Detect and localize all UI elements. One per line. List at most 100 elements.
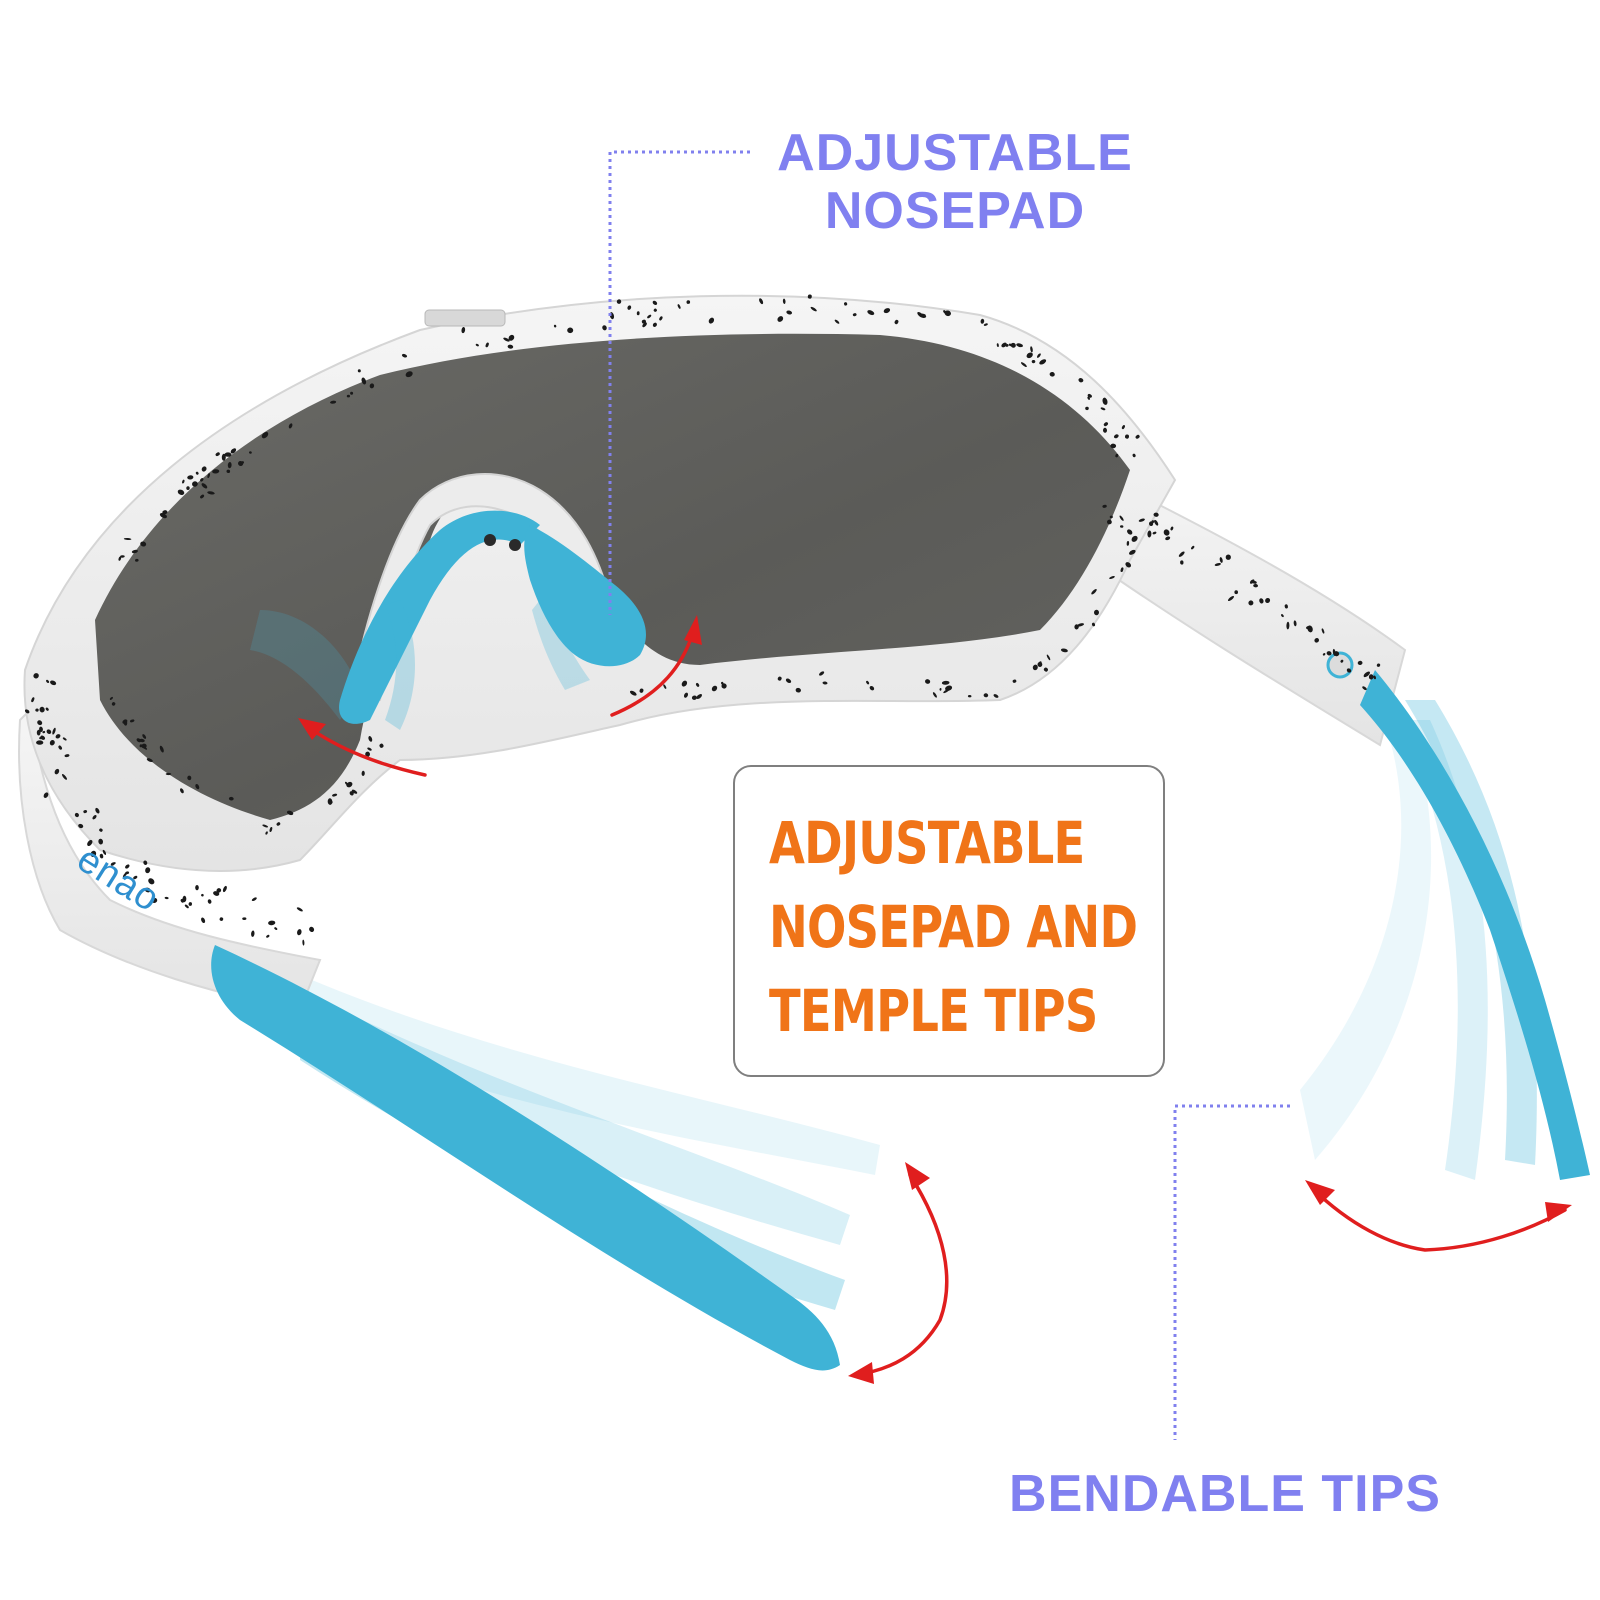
- speckle: [1126, 541, 1130, 546]
- speckle: [288, 423, 293, 429]
- speckle: [1110, 443, 1117, 449]
- speckle: [151, 898, 158, 903]
- speckle: [357, 369, 361, 373]
- speckle: [140, 541, 147, 547]
- speckle: [777, 316, 784, 322]
- speckle: [180, 898, 185, 903]
- speckle: [1100, 407, 1106, 411]
- speckle: [327, 798, 333, 805]
- speckle: [228, 796, 234, 801]
- speckle: [242, 917, 247, 921]
- speckle: [31, 697, 35, 703]
- speckle: [95, 807, 100, 814]
- speckle: [1376, 663, 1381, 667]
- speckle: [35, 708, 39, 712]
- speckle: [36, 740, 44, 745]
- speckle: [983, 693, 989, 698]
- speckle: [90, 850, 97, 858]
- speckle: [309, 926, 315, 933]
- speckle: [251, 897, 257, 902]
- nosepad-ghost-left: [250, 610, 360, 720]
- speckle: [50, 680, 57, 686]
- arrow-head: [905, 1162, 930, 1190]
- speckle: [261, 431, 269, 439]
- speckle: [110, 862, 115, 866]
- speckle: [102, 849, 107, 855]
- speckle: [1076, 623, 1085, 627]
- speckle: [1093, 609, 1100, 616]
- speckle: [1227, 595, 1235, 602]
- left-tip-arrow: [853, 1173, 949, 1377]
- speckle: [350, 391, 354, 395]
- speckle: [182, 479, 185, 484]
- speckle: [1012, 679, 1017, 683]
- speckle: [1147, 530, 1152, 538]
- speckle: [759, 298, 764, 305]
- right-tip-arrow: [1310, 1186, 1567, 1252]
- speckle: [139, 738, 145, 743]
- speckle: [262, 824, 269, 828]
- speckle: [1085, 406, 1089, 411]
- speckle: [696, 694, 702, 699]
- speckle: [939, 688, 942, 691]
- speckle: [834, 319, 840, 324]
- speckle: [1165, 536, 1171, 541]
- speckle: [142, 734, 147, 739]
- speckle: [663, 684, 667, 689]
- speckle: [131, 549, 138, 554]
- speckle: [212, 469, 220, 474]
- speckle: [1031, 359, 1036, 364]
- speckle: [249, 451, 252, 454]
- speckle: [46, 679, 50, 683]
- speckle: [269, 826, 273, 833]
- speckle: [659, 316, 663, 321]
- speckle: [164, 896, 169, 900]
- right-temple-ghost-1: [1300, 740, 1432, 1160]
- arrow-head: [1305, 1180, 1335, 1205]
- speckle: [146, 758, 153, 763]
- speckle: [1120, 567, 1124, 573]
- speckle: [925, 679, 931, 684]
- speckle: [1259, 598, 1264, 604]
- speckle: [1284, 604, 1288, 609]
- speckle: [967, 694, 972, 698]
- speckle: [74, 812, 79, 818]
- speckle: [503, 337, 510, 342]
- speckle: [681, 680, 688, 687]
- speckle: [64, 754, 70, 758]
- speckle: [1249, 579, 1255, 584]
- speckle: [129, 719, 135, 723]
- speckle: [274, 927, 278, 930]
- speckle: [1103, 422, 1108, 427]
- speckle: [1253, 583, 1258, 588]
- nosepad-callout: ADJUSTABLE NOSEPAD: [760, 124, 1150, 240]
- speckle: [1322, 653, 1326, 656]
- speckle: [475, 343, 479, 347]
- speckle: [109, 696, 113, 700]
- speckle: [1225, 554, 1231, 560]
- speckle: [122, 719, 128, 724]
- speckle: [207, 491, 215, 495]
- arrow-head: [298, 718, 326, 740]
- speckle: [944, 310, 951, 317]
- speckle: [159, 512, 167, 519]
- speckle: [58, 745, 62, 750]
- arrow-head: [848, 1362, 874, 1384]
- speckle: [99, 828, 103, 832]
- speckle: [1001, 342, 1007, 348]
- speckle: [647, 314, 652, 319]
- speckle: [159, 745, 164, 753]
- speckle: [177, 489, 185, 495]
- arrow-head: [1545, 1202, 1572, 1222]
- nose-bridge: [250, 473, 646, 730]
- speckle: [201, 917, 206, 924]
- speckle: [276, 822, 281, 826]
- speckle: [683, 692, 689, 698]
- left-temple-ghost-3: [300, 1005, 845, 1310]
- speckle: [61, 774, 68, 780]
- speckle: [1340, 659, 1344, 663]
- speckle: [1170, 526, 1174, 531]
- lens: [95, 333, 1130, 820]
- speckle: [125, 864, 130, 869]
- speckle: [43, 792, 49, 798]
